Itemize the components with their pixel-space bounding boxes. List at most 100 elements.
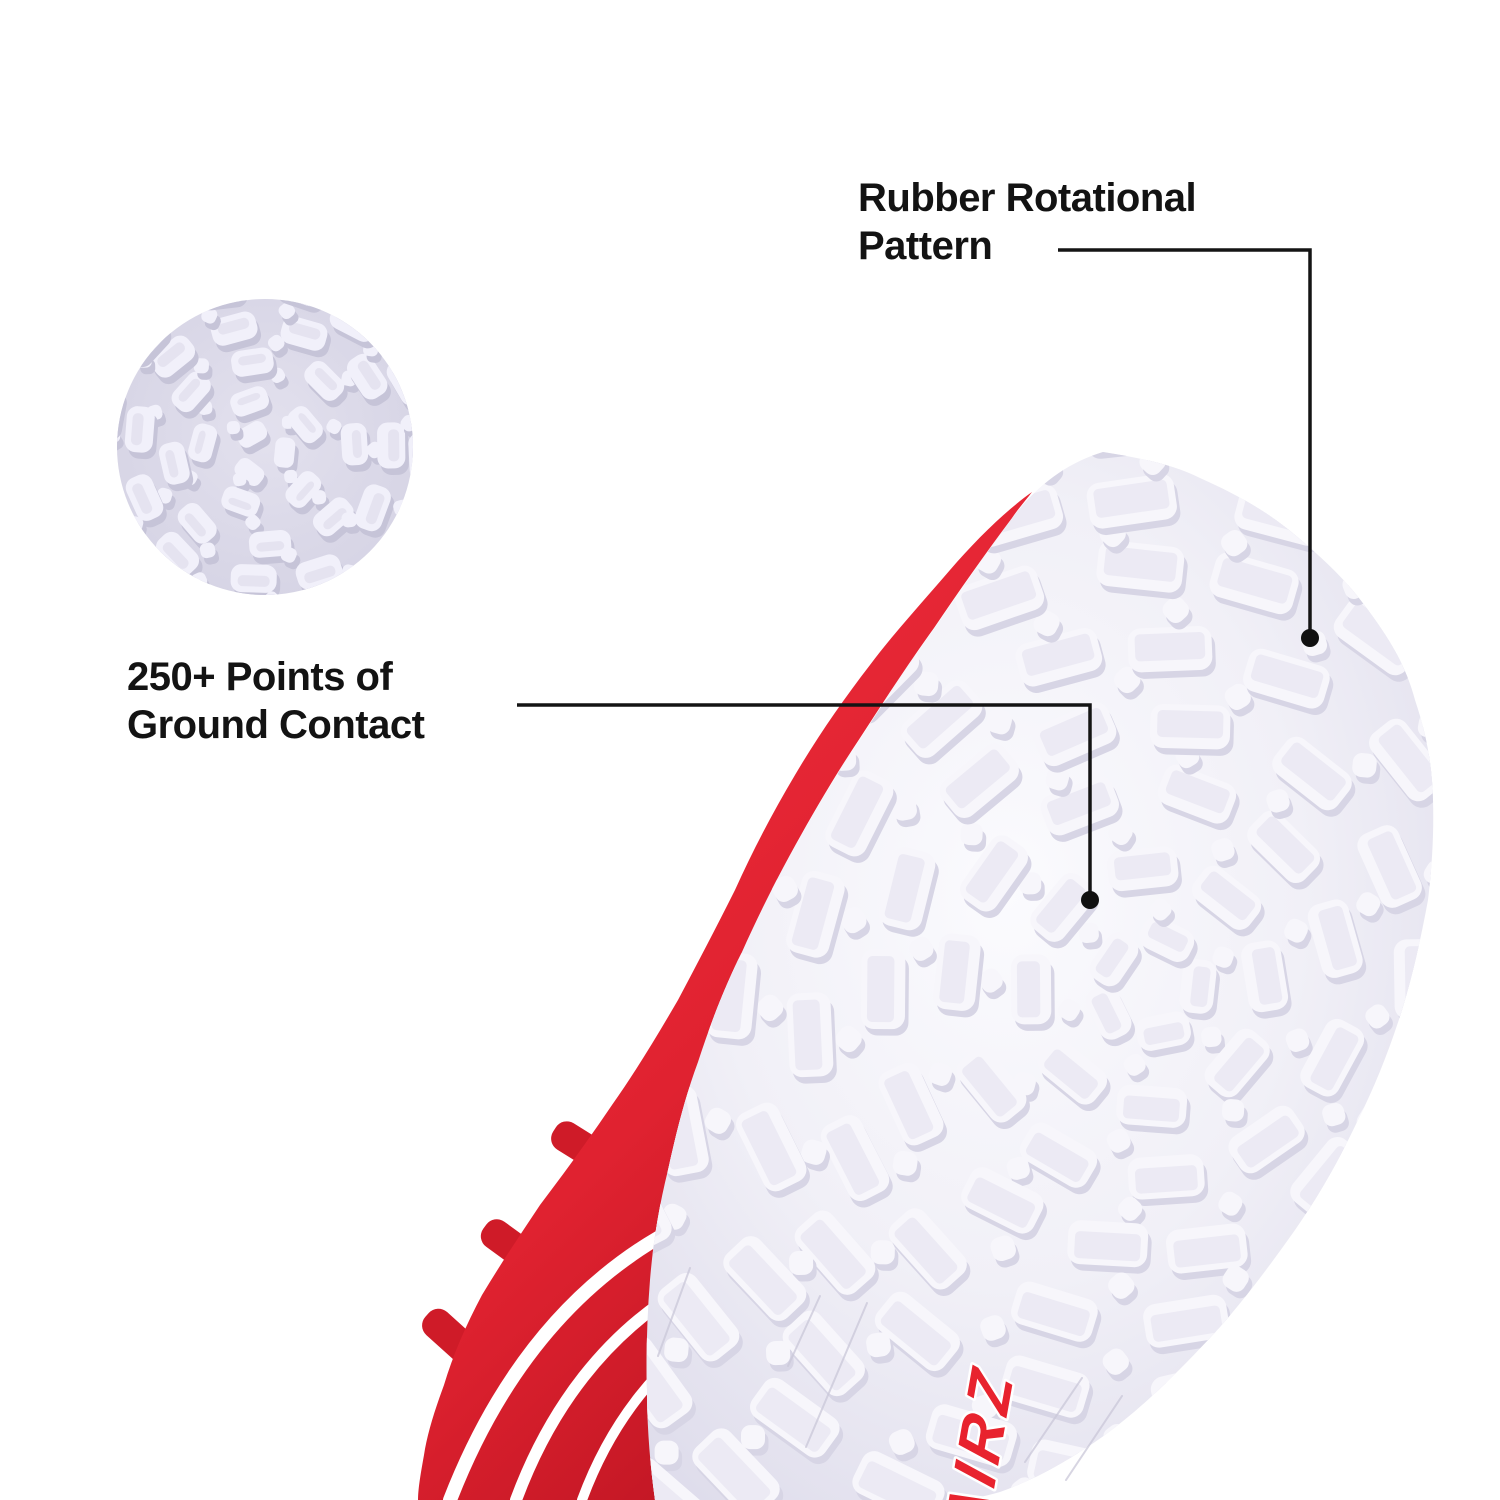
stud	[954, 565, 1045, 631]
stud-shadow	[408, 919, 471, 1020]
stud-shadow	[1085, 452, 1177, 459]
stud	[1370, 1158, 1434, 1243]
stud	[1107, 846, 1179, 892]
stud-shadow	[1494, 352, 1500, 446]
stud	[1127, 293, 1161, 327]
stud-shadow	[1365, 537, 1434, 614]
stud	[404, 912, 467, 1013]
stud-shadow	[1480, 620, 1500, 718]
stud	[961, 1167, 1044, 1234]
stud	[735, 1102, 807, 1192]
stud	[692, 1428, 780, 1500]
stud	[1218, 1191, 1243, 1216]
stud	[230, 564, 277, 593]
stud-shadow	[728, 537, 815, 623]
stud-shadow	[646, 606, 657, 702]
stud	[841, 284, 944, 354]
stud	[740, 1425, 766, 1450]
stud	[786, 992, 834, 1078]
stud	[771, 875, 798, 902]
stud-shadow	[772, 608, 798, 633]
stud-shadow	[686, 470, 778, 555]
stud-shadow	[930, 414, 962, 446]
stud	[171, 371, 211, 413]
stud-shadow	[1267, 1254, 1353, 1327]
stud	[236, 421, 268, 448]
stud	[1266, 1329, 1356, 1400]
stud	[1479, 517, 1500, 613]
stud	[267, 334, 285, 352]
stud	[150, 335, 196, 378]
stud	[1209, 552, 1299, 615]
stud	[1221, 1099, 1245, 1122]
stud	[485, 794, 518, 827]
stud	[1006, 1156, 1030, 1180]
stud	[486, 1168, 519, 1201]
stud-shadow	[477, 1087, 510, 1120]
stud	[878, 1062, 944, 1146]
stud	[1118, 1196, 1143, 1221]
stud-shadow	[1445, 689, 1500, 786]
stud	[986, 709, 1012, 735]
stud	[794, 1210, 876, 1295]
stud	[1246, 1497, 1340, 1500]
stud	[1108, 820, 1133, 846]
stud-shadow	[1454, 1176, 1484, 1206]
stud	[1285, 1028, 1310, 1052]
stud	[1106, 1128, 1131, 1153]
stud	[702, 851, 729, 878]
stud	[1402, 350, 1432, 380]
stud-shadow	[1270, 1405, 1297, 1432]
stud	[231, 347, 274, 377]
stud-shadow	[848, 637, 874, 662]
sole-seam-line	[805, 1302, 868, 1448]
stud	[745, 623, 824, 712]
stud	[1364, 1275, 1434, 1351]
stud-shadow	[1318, 408, 1351, 441]
stud	[1038, 1039, 1108, 1105]
stud	[273, 437, 296, 468]
stud	[1157, 764, 1237, 824]
stud	[493, 827, 554, 925]
stud-shadow	[828, 462, 855, 488]
stud-shadow	[646, 839, 707, 931]
stud	[1472, 473, 1499, 500]
stud	[1127, 626, 1213, 673]
stud	[928, 1062, 952, 1086]
stud	[1299, 348, 1400, 418]
stud	[1010, 954, 1052, 1025]
stud	[1192, 321, 1292, 386]
stud	[1081, 452, 1174, 453]
upper-body	[418, 492, 1032, 1500]
stud	[1490, 775, 1500, 872]
stud	[587, 770, 648, 867]
stud	[354, 484, 391, 532]
stud	[1247, 810, 1321, 884]
stud-shadow	[1374, 1164, 1434, 1250]
stud-shadow	[826, 468, 917, 549]
stud-shadow	[1387, 1443, 1414, 1469]
stud	[1356, 892, 1381, 917]
stud	[195, 299, 244, 304]
stud	[750, 1377, 840, 1458]
stud	[1284, 918, 1308, 943]
stud	[914, 671, 939, 697]
stud	[1393, 939, 1434, 1020]
stud	[692, 575, 718, 601]
stud	[1413, 1098, 1434, 1125]
stud	[1285, 1409, 1377, 1473]
stud	[556, 853, 624, 952]
stud	[1351, 452, 1434, 518]
stud	[1015, 627, 1103, 687]
stud	[210, 311, 258, 346]
stud	[326, 418, 342, 435]
stud	[949, 452, 1043, 481]
stud	[765, 1340, 791, 1366]
stud	[1040, 381, 1073, 414]
stud	[1272, 736, 1352, 811]
stud	[1149, 898, 1172, 921]
stud-shadow	[492, 967, 542, 1060]
stud	[1243, 452, 1337, 471]
stud	[1322, 1102, 1346, 1127]
stud	[1149, 703, 1231, 750]
